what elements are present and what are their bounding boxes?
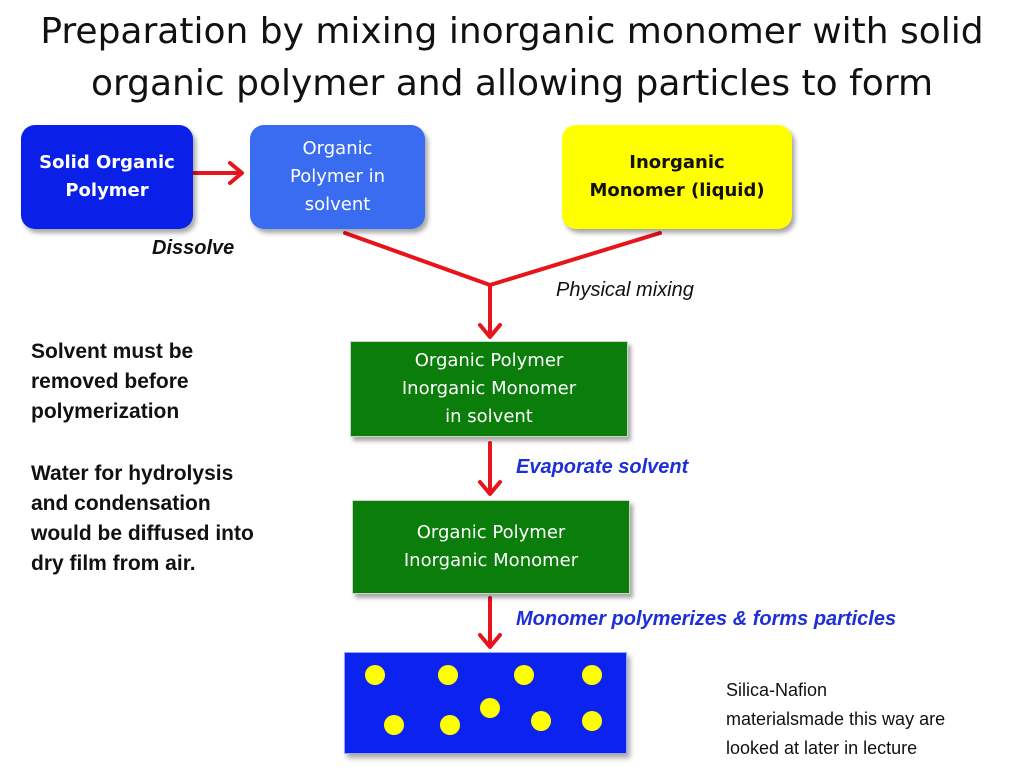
polymer-solvent-line-1: Organic <box>302 138 373 159</box>
mix1-line-2: Inorganic Monomer <box>401 378 577 399</box>
solvent-note-line-3: polymerization <box>31 400 180 423</box>
solvent-note: Solvent must be removed before polymeriz… <box>31 337 193 427</box>
particle-film <box>344 652 627 754</box>
particle <box>531 711 551 731</box>
solid-polymer-line-1: Solid Organic <box>39 152 175 173</box>
solid-organic-polymer-box: Solid Organic Polymer <box>21 125 193 229</box>
water-note-line-2: and condensation <box>31 492 211 515</box>
mixing-arrowhead <box>478 323 502 339</box>
title-line-1: Preparation by mixing inorganic monomer … <box>40 11 984 52</box>
particle <box>514 665 534 685</box>
evaporate-arrowhead <box>478 480 502 496</box>
mix2-line-1: Organic Polymer <box>416 522 566 543</box>
physical-mixing-label: Physical mixing <box>556 279 694 301</box>
water-note-line-3: would be diffused into <box>31 522 254 545</box>
particle <box>440 715 460 735</box>
polymer-in-solvent-box: Organic Polymer in solvent <box>250 125 425 229</box>
solid-polymer-line-2: Polymer <box>65 180 149 201</box>
water-note-line-1: Water for hydrolysis <box>31 462 234 485</box>
inorganic-monomer-box: Inorganic Monomer (liquid) <box>562 125 792 229</box>
silica-nafion-caption: Silica-Nafion materialsmade this way are… <box>726 676 945 763</box>
polymerize-arrowhead <box>478 633 502 649</box>
dissolve-label: Dissolve <box>152 237 235 259</box>
polymer-monomer-box: Organic Polymer Inorganic Monomer <box>352 500 630 594</box>
particle <box>582 711 602 731</box>
merge-line-right <box>488 231 662 287</box>
particle <box>365 665 385 685</box>
evaporate-solvent-label: Evaporate solvent <box>516 456 689 478</box>
mix2-line-2: Inorganic Monomer <box>403 550 579 571</box>
water-note: Water for hydrolysis and condensation wo… <box>31 459 254 579</box>
merge-line-left <box>343 231 492 287</box>
solvent-note-line-2: removed before <box>31 370 189 393</box>
title-line-2: organic polymer and allowing particles t… <box>90 63 934 104</box>
particle <box>438 665 458 685</box>
polymer-solvent-line-2: Polymer in <box>289 166 386 187</box>
caption-line-1: Silica-Nafion <box>726 680 828 700</box>
particle <box>384 715 404 735</box>
monomer-line-2: Monomer (liquid) <box>589 180 765 201</box>
mix1-line-1: Organic Polymer <box>414 350 564 371</box>
polymerizes-label: Monomer polymerizes & forms particles <box>516 608 897 630</box>
slide-title: Preparation by mixing inorganic monomer … <box>0 6 1024 110</box>
caption-line-2: materialsmade this way are <box>726 709 946 729</box>
dissolve-arrowhead <box>228 161 244 185</box>
particle <box>480 698 500 718</box>
polymer-solvent-line-3: solvent <box>304 194 371 215</box>
caption-line-3: looked at later in lecture <box>726 738 918 758</box>
particle <box>582 665 602 685</box>
polymer-monomer-solvent-box: Organic Polymer Inorganic Monomer in sol… <box>350 341 628 437</box>
monomer-line-1: Inorganic <box>629 152 725 173</box>
water-note-line-4: dry film from air. <box>31 552 196 575</box>
mix1-line-3: in solvent <box>445 406 533 427</box>
solvent-note-line-1: Solvent must be <box>31 340 194 363</box>
